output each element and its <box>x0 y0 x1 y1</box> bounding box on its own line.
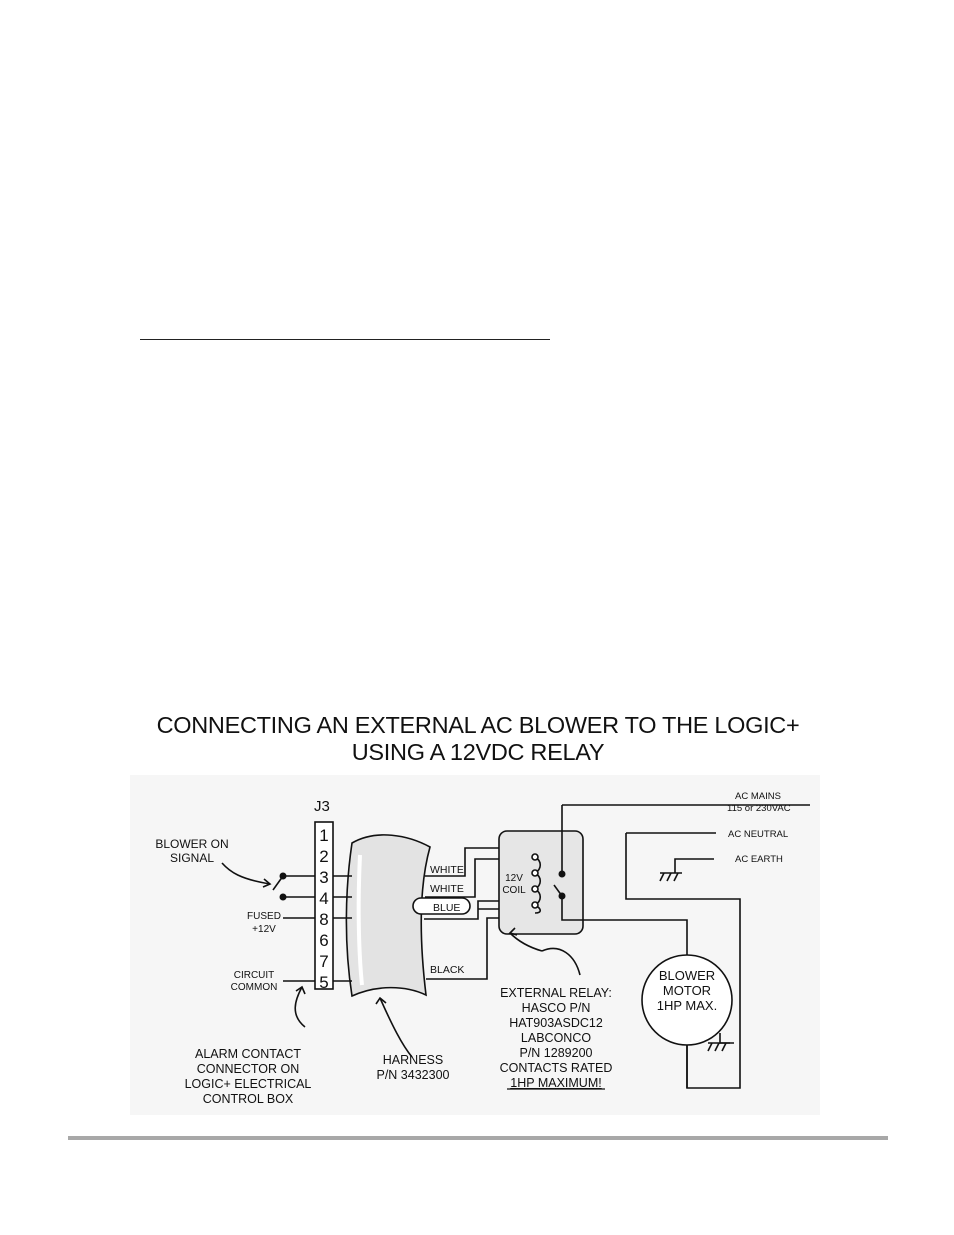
coil-label: 12V <box>505 873 523 884</box>
pin-label: 2 <box>319 847 328 866</box>
terminal-dot <box>279 893 287 901</box>
wiring-diagram-svg: J3 1 2 3 4 8 6 7 5 BLOWER ON SIGNAL FUSE… <box>155 791 810 1106</box>
wire-label-blue: BLUE <box>433 902 460 914</box>
relay-label: 1HP MAXIMUM! <box>510 1076 601 1090</box>
footer-divider <box>68 1136 888 1140</box>
pointer-arrow <box>379 997 413 1058</box>
pointer-arrow <box>509 932 543 952</box>
motor-label: MOTOR <box>663 983 711 998</box>
pin-label: 4 <box>319 889 328 908</box>
pointer-arrow <box>221 862 271 885</box>
alarm-label: ALARM CONTACT <box>195 1047 301 1061</box>
coil-terminal <box>531 853 539 861</box>
blower-on-label: SIGNAL <box>170 851 214 865</box>
earth-icon <box>714 1042 720 1052</box>
pin-label: 7 <box>319 952 328 971</box>
earth-icon <box>659 872 665 882</box>
circuit-common-label: COMMON <box>231 982 278 993</box>
ac-neutral-label: AC NEUTRAL <box>728 829 788 840</box>
coil-label: COIL <box>502 885 526 896</box>
earth-icon <box>707 1042 713 1052</box>
motor-label: 1HP MAX. <box>657 998 717 1013</box>
arrow-head <box>295 985 306 995</box>
coil-terminal <box>531 869 539 877</box>
motor-feed-wire <box>561 896 688 955</box>
ac-mains-label: 115 or 230VAC <box>727 803 791 814</box>
connector-name: J3 <box>314 798 330 815</box>
pointer-arrow <box>541 947 581 976</box>
wire-label-black: BLACK <box>430 964 464 976</box>
fused-label: +12V <box>252 924 276 935</box>
pin-label: 5 <box>319 973 328 992</box>
relay-label: P/N 1289200 <box>520 1046 593 1060</box>
arrow-head <box>508 927 518 936</box>
pointer-arrow <box>294 986 306 1028</box>
earth-icon <box>666 872 672 882</box>
blower-on-label: BLOWER ON <box>155 837 228 851</box>
coil-terminal <box>531 885 539 893</box>
relay-label: CONTACTS RATED <box>500 1061 613 1075</box>
motor-label: BLOWER <box>659 968 715 983</box>
wire-label-white: WHITE <box>430 864 464 876</box>
relay-label: EXTERNAL RELAY: <box>500 986 612 1000</box>
pin-label: 3 <box>319 868 328 887</box>
signal-switch <box>272 875 284 891</box>
fused-label: FUSED <box>247 911 281 922</box>
wire-label-white: WHITE <box>430 883 464 895</box>
ac-mains-label: AC MAINS <box>735 791 781 802</box>
harness-highlight <box>356 854 364 986</box>
relay-contact <box>558 870 566 878</box>
alarm-label: CONNECTOR ON <box>197 1062 300 1076</box>
relay-label: LABCONCO <box>521 1031 591 1045</box>
pin-label: 8 <box>319 910 328 929</box>
earth-icon <box>673 872 679 882</box>
harness-label: P/N 3432300 <box>377 1068 450 1082</box>
ac-earth-label: AC EARTH <box>735 854 783 865</box>
white-wire-2 <box>424 900 501 920</box>
pin-label: 1 <box>319 826 328 845</box>
diagram-title-line-2: USING A 12VDC RELAY <box>351 739 605 765</box>
diagram-title-line-1: CONNECTING AN EXTERNAL AC BLOWER TO THE … <box>156 712 800 738</box>
harness-sleeve <box>345 834 431 998</box>
relay-label: HAT903ASDC12 <box>509 1016 603 1030</box>
j3-connector-block <box>314 821 334 990</box>
earth-icon <box>721 1042 727 1052</box>
blue-wire-cap <box>412 897 471 915</box>
section-divider <box>140 339 550 340</box>
coil-terminal <box>531 901 539 909</box>
motor-earth-wire <box>719 1033 734 1044</box>
harness-label: HARNESS <box>383 1053 443 1067</box>
pin-label: 6 <box>319 931 328 950</box>
relay-label: HASCO P/N <box>522 1001 591 1015</box>
circuit-common-label: CIRCUIT <box>234 970 275 981</box>
arrow-head <box>262 878 272 888</box>
alarm-label: CONTROL BOX <box>203 1092 294 1106</box>
wiring-diagram: J3 1 2 3 4 8 6 7 5 BLOWER ON SIGNAL FUSE… <box>130 775 820 1115</box>
arrow-head <box>375 996 387 1005</box>
earth-wire <box>674 858 714 873</box>
alarm-label: LOGIC+ ELECTRICAL <box>185 1077 312 1091</box>
